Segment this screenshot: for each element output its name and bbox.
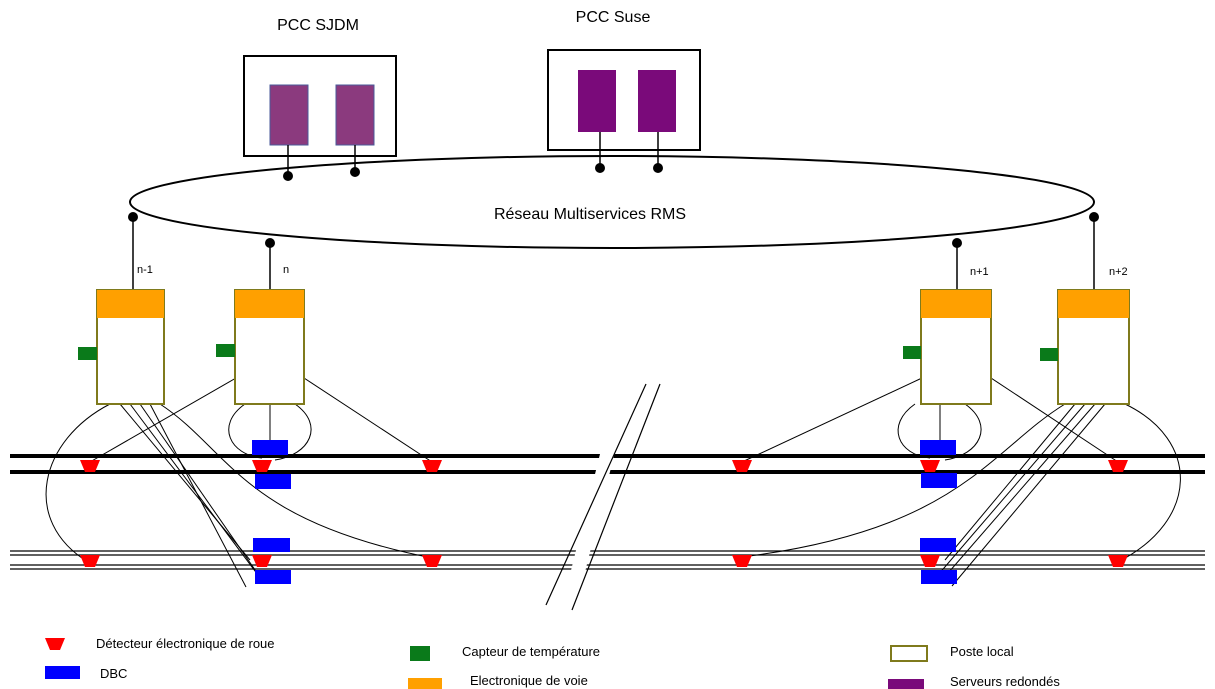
wheel-detector [732,460,752,472]
cable [1117,403,1181,563]
pcc-sjdm: PCC SJDM [243,17,397,157]
node-dot [653,163,663,173]
wheel-detector [80,460,100,472]
legend-local-post-label: Poste local [950,644,1014,659]
rails [10,372,1205,618]
dbc-block [253,538,290,552]
cable [129,403,259,576]
temp-sensor-n+1 [903,346,921,359]
legend-local-post-icon [890,645,928,662]
cable [944,403,1076,561]
legend-wheel-detector-label: Détecteur électronique de roue [96,636,275,651]
cable [274,403,312,461]
break-gap [559,372,635,618]
track-electronics-n+1 [921,290,991,318]
cable [149,403,247,588]
legend-wheel-detector-icon [45,638,65,650]
node-dot [283,171,293,181]
cable [937,403,1086,576]
server-right-2 [638,70,676,132]
rms-label: Réseau Multiservices RMS [494,206,686,223]
dbc-block [921,570,957,584]
cable [45,403,111,563]
cable [741,377,923,463]
node-dot [350,167,360,177]
dbc-block [255,474,291,489]
pcc-suse: PCC Suse [547,9,701,151]
wheel-detector [252,460,272,472]
legend-track-electronics-label: Electronique de voie [470,673,588,688]
break-line-1 [545,383,647,606]
wheel-detector [1108,460,1128,472]
track-electronics-n+2 [1058,290,1129,318]
server-left-1 [269,84,309,146]
cable [944,403,982,461]
track-electronics-n [235,290,304,318]
dbc-block [921,473,957,488]
legend: Détecteur électronique de roue DBC Capte… [45,636,1060,689]
server-left-2 [335,84,375,146]
pcc-suse-box [547,49,701,151]
cable [741,403,1066,558]
cable [139,403,263,581]
track-electronics-n-1 [97,290,164,318]
cables [45,377,1181,588]
dbc-block [255,570,291,584]
post-label-n+1: n+1 [970,266,989,278]
wheel-detector [80,555,100,567]
wheel-detector [422,460,442,472]
cable [303,377,433,463]
cable [897,403,931,459]
dbc-block [252,440,288,455]
rms-ring [129,155,1095,249]
cable [951,403,1106,587]
cable [228,403,263,459]
dbc-blocks [252,440,957,584]
cable [119,403,251,561]
cable [89,377,237,463]
pcc-sjdm-label: PCC SJDM [277,17,359,34]
legend-temp-sensor-label: Capteur de température [462,644,600,659]
temp-sensor-n+2 [1040,348,1058,361]
post-label-n-1: n-1 [137,264,153,276]
wheel-detector [920,555,940,567]
rms-network: Réseau Multiservices RMS [128,132,1099,292]
wheel-detector [422,555,442,567]
temp-sensor-n [216,344,235,357]
legend-redundant-servers-icon [888,679,924,689]
wheel-detector [920,460,940,472]
cable [159,403,433,559]
wheel-detector [252,555,272,567]
cable [941,403,1096,581]
break-line-2 [571,383,661,611]
local-posts [78,289,1130,405]
post-label-n+2: n+2 [1109,266,1128,278]
temp-sensor-n-1 [78,347,97,360]
dbc-block [920,440,956,455]
pcc-suse-label: PCC Suse [576,9,651,26]
legend-dbc-label: DBC [100,666,127,681]
wheel-detector [1108,555,1128,567]
wheel-detector [732,555,752,567]
legend-temp-sensor-icon [410,646,430,661]
legend-track-electronics-icon [408,678,442,689]
legend-dbc-icon [45,666,80,679]
post-label-n: n [283,264,289,276]
cable [990,377,1119,463]
server-right-1 [578,70,616,132]
wheel-detectors [80,460,1128,567]
legend-redundant-servers-label: Serveurs redondés [950,674,1060,689]
dbc-block [920,538,956,552]
node-dot [595,163,605,173]
